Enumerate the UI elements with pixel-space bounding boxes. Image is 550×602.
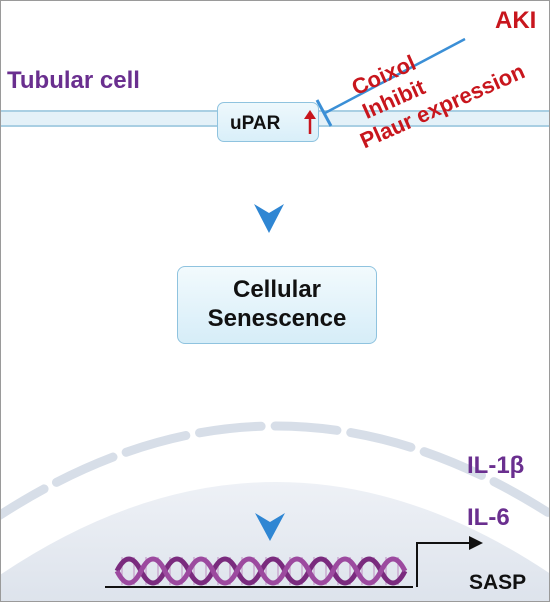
- upar-label: uPAR: [230, 113, 281, 134]
- dna-helix: [114, 556, 408, 586]
- senescence-line-1: Cellular: [232, 276, 322, 304]
- transcription-arrow: [416, 542, 471, 587]
- aki-label: AKI: [495, 7, 537, 34]
- arrowhead-upar-to-senescence: [254, 204, 284, 233]
- nuclear-envelope-dashes: [1, 421, 549, 520]
- inhibition-bar: [315, 99, 333, 127]
- cellular-senescence-box: Cellular Senescence: [177, 266, 377, 344]
- upar-box: uPAR: [217, 102, 319, 142]
- sasp-label: SASP: [469, 571, 527, 594]
- cell-label: Tubular cell: [7, 67, 140, 94]
- upregulation-arrow-icon: [304, 110, 316, 134]
- il6-label: IL-6: [467, 504, 510, 531]
- nucleus: [1, 482, 549, 601]
- arrowhead-senescence-to-nucleus: [255, 513, 285, 541]
- inhibition-line: [324, 37, 466, 115]
- il1b-label: IL-1β: [467, 452, 525, 479]
- transcription-arrowhead: [469, 536, 483, 550]
- senescence-line-2: Senescence: [207, 305, 347, 332]
